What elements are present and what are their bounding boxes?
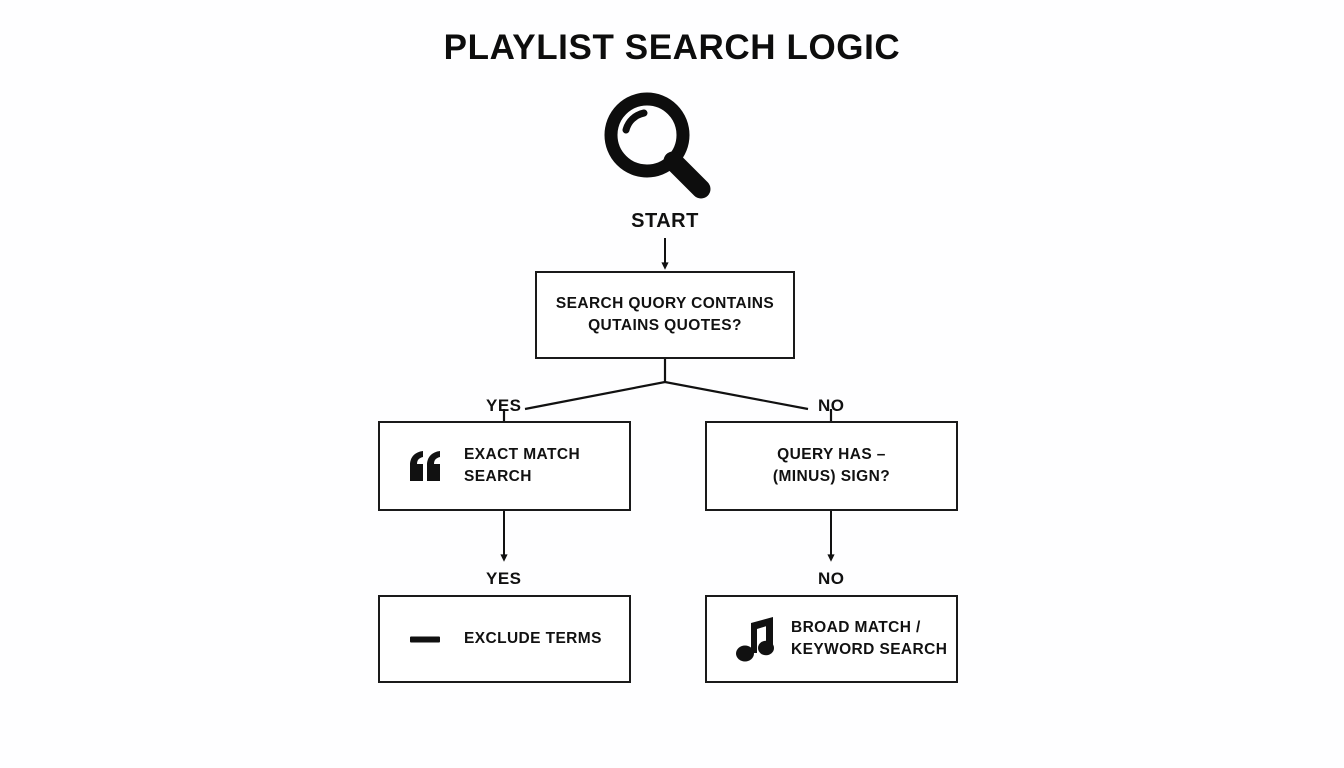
node-exact-match[interactable]: EXACT MATCH SEARCH [378,421,631,511]
node-exclude-terms[interactable]: EXCLUDE TERMS [378,595,631,683]
node-exact-match-text: EXACT MATCH SEARCH [464,444,580,489]
quotation-mark-icon [408,451,464,481]
node-decision-quotes-text: SEARCH QUORY CONTAINS QUTAINS QUOTES? [556,293,774,338]
node-decision-quotes-line2: QUTAINS QUOTES? [588,317,742,334]
minus-sign-icon [408,624,464,654]
branch-label-yes-top: YES [486,396,522,415]
node-broad-match-line1: BROAD MATCH / [791,618,921,636]
node-decision-minus-sign-line1: QUERY HAS – [777,445,886,463]
page-title: PLAYLIST SEARCH LOGIC [443,28,901,67]
node-decision-minus-sign-text: QUERY HAS – (MINUS) SIGN? [773,444,890,489]
node-exclude-terms-text: EXCLUDE TERMS [464,628,602,650]
node-exact-match-line1: EXACT MATCH [464,445,581,463]
node-exact-match-line2: SEARCH [464,468,532,485]
magnifier-icon [597,88,717,200]
branch-label-no-top: NO [818,396,845,415]
node-broad-match-text: BROAD MATCH / KEYWORD SEARCH [791,617,947,662]
node-decision-minus-sign-line2: (MINUS) SIGN? [772,468,891,485]
branch-label-no-mid: NO [818,569,845,588]
node-broad-match[interactable]: BROAD MATCH / KEYWORD SEARCH [705,595,958,683]
branch-label-yes-mid: YES [486,569,522,588]
node-broad-match-line2: KEYWORD SEARCH [791,641,948,658]
start-label: START [631,210,699,232]
node-decision-quotes-line1: SEARCH QUORY CONTAINS [555,294,775,312]
music-note-icon [735,615,791,663]
node-decision-minus-sign[interactable]: QUERY HAS – (MINUS) SIGN? [705,421,958,511]
node-decision-quotes[interactable]: SEARCH QUORY CONTAINS QUTAINS QUOTES? [535,271,795,359]
node-exclude-terms-line1: EXCLUDE TERMS [464,629,602,647]
